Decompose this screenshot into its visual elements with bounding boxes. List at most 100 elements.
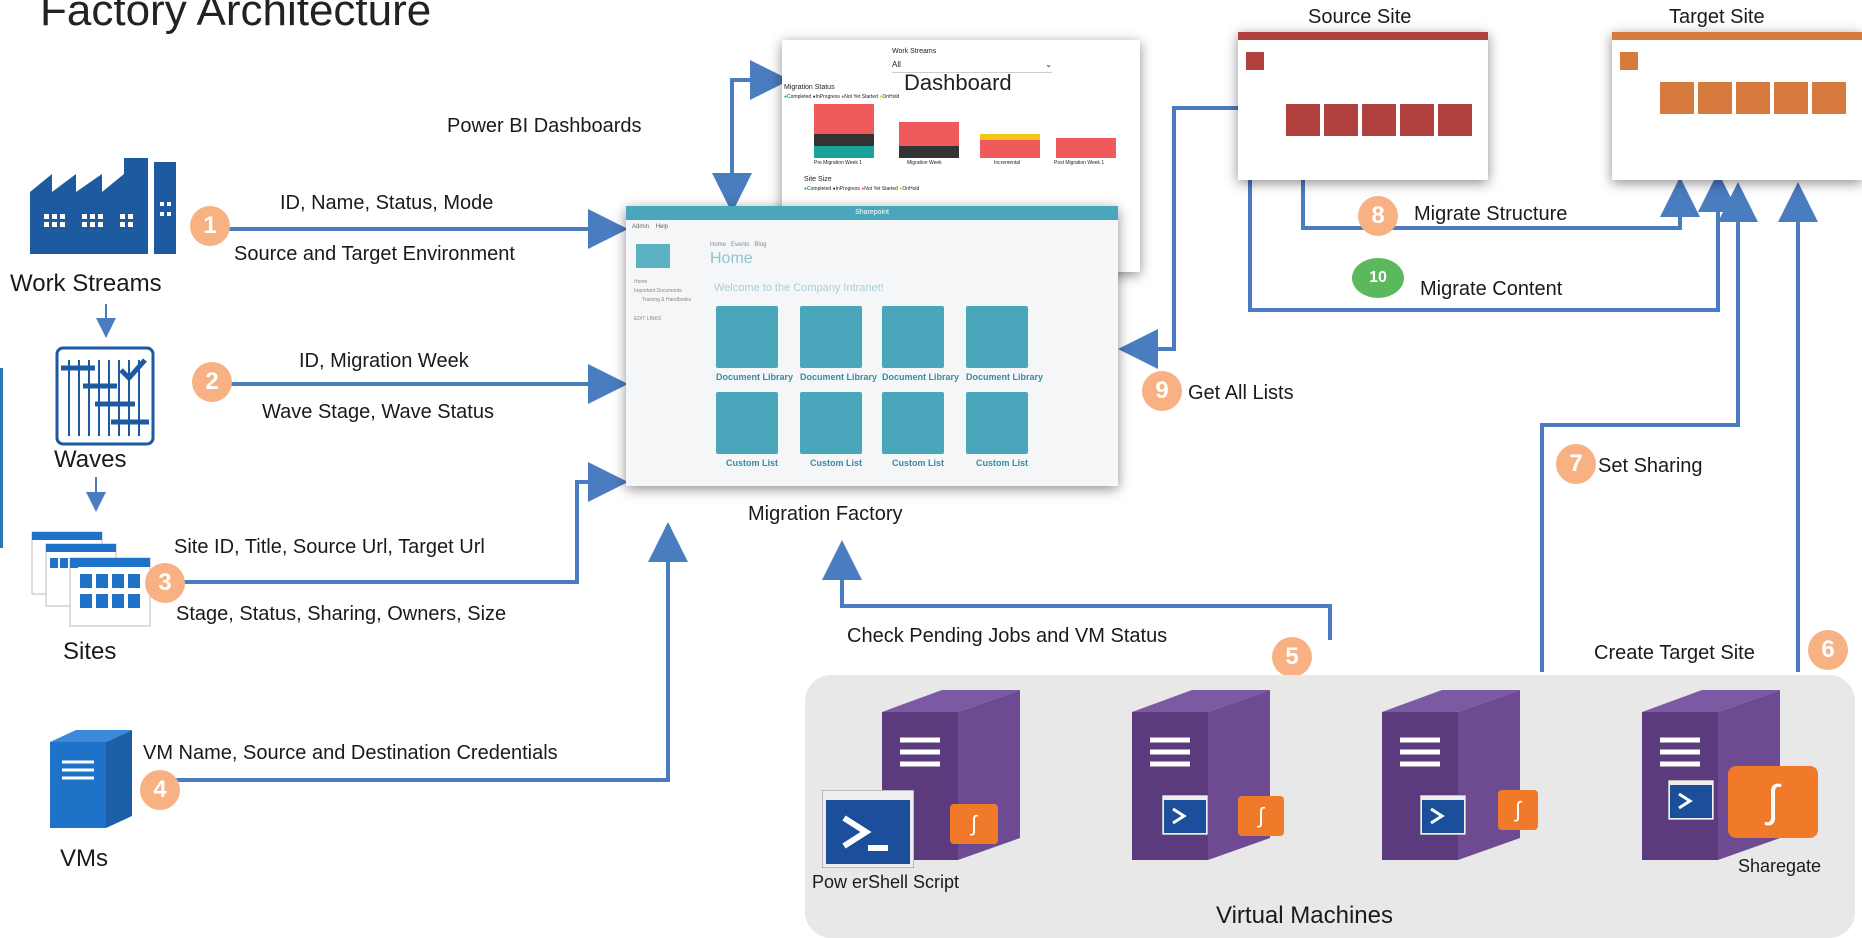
- sidebar-item-edit-links[interactable]: EDIT LINKS: [634, 316, 662, 322]
- flow-10: Migrate Content: [1420, 278, 1563, 300]
- status-bar-pre: [814, 104, 874, 158]
- arrow-4: [170, 522, 688, 782]
- library-caption-1: Document Library: [716, 372, 794, 382]
- arrow-5: [822, 540, 1332, 640]
- intranet-top-links: Home Events Blog: [710, 242, 767, 248]
- flow-8: Migrate Structure: [1414, 203, 1568, 225]
- status-bar-incremental: [980, 134, 1040, 158]
- library-tile-4[interactable]: [966, 306, 1028, 368]
- flow-3-top: Site ID, Title, Source Url, Target Url: [174, 536, 485, 558]
- badge-6: 6: [1808, 630, 1848, 670]
- sidebar-item-home[interactable]: Home: [634, 279, 648, 285]
- legend-not-started: Not Yet Started: [844, 94, 878, 100]
- dashboard-title: Dashboard: [904, 70, 1012, 95]
- flow-3-bottom: Stage, Status, Sharing, Owners, Size: [176, 603, 507, 625]
- nav-admin[interactable]: Admin: [632, 224, 650, 230]
- list-caption-2: Custom List: [810, 458, 863, 468]
- library-caption-2: Document Library: [800, 372, 878, 382]
- badge-10: 10: [1352, 258, 1404, 298]
- badge-7: 7: [1556, 444, 1596, 484]
- migration-factory-panel: Sharepoint Admin Help Home Events Blog H…: [626, 206, 1118, 486]
- sharegate-icon: ∫: [950, 804, 998, 844]
- flow-5: Check Pending Jobs and VM Status: [847, 625, 1168, 647]
- flow-6: Create Target Site: [1594, 642, 1755, 664]
- migration-status-title: Migration Status: [784, 84, 835, 91]
- powershell-icon: [1162, 795, 1208, 835]
- legend-inprogress: InProgress: [815, 94, 840, 100]
- badge-1: 1: [190, 206, 230, 246]
- vms-label: VMs: [60, 845, 108, 872]
- status-legend: ●Completed ●InProgress ●Not Yet Started …: [784, 94, 900, 100]
- intranet-header: Sharepoint: [626, 206, 1118, 220]
- sites-icon: [31, 531, 151, 627]
- factory-icon: [30, 158, 176, 254]
- list-tile-3[interactable]: [882, 392, 944, 454]
- intranet-page-title: Home: [710, 250, 753, 267]
- arrow-8: [1301, 177, 1700, 230]
- badge-5: 5: [1272, 637, 1312, 677]
- sidebar-item-training[interactable]: Training & Handbooks: [642, 297, 692, 303]
- arrow-7: [1540, 182, 1758, 672]
- badge-3: 3: [145, 563, 185, 603]
- powershell-icon: [1668, 780, 1714, 820]
- chevron-down-icon: ⌄: [1045, 60, 1052, 69]
- badge-9: 9: [1142, 371, 1182, 411]
- dashboard-caption: Power BI Dashboards: [447, 115, 642, 137]
- list-caption-3: Custom List: [892, 458, 945, 468]
- intranet-nav: Admin Help: [632, 224, 668, 230]
- sharegate-icon: ∫: [1238, 796, 1284, 836]
- dashboard-filter-label: Work Streams: [892, 48, 937, 55]
- list-tile-2[interactable]: [800, 392, 862, 454]
- sharegate-icon: ∫: [1498, 790, 1538, 830]
- status-bar-migration: [899, 122, 959, 158]
- dashboard-filter-value: All: [892, 60, 901, 69]
- size-legend: ●Completed ●InProgress ●Not Yet Started …: [804, 186, 920, 192]
- badge-2: 2: [192, 362, 232, 402]
- nav-help[interactable]: Help: [655, 224, 669, 230]
- status-cat-1: Migration Week: [907, 160, 942, 166]
- list-tile-1[interactable]: [716, 392, 778, 454]
- legend-onhold: OnHold: [882, 94, 900, 100]
- arrow-9: [1118, 106, 1245, 369]
- status-bar-post: [1056, 138, 1116, 158]
- powershell-icon: [1420, 795, 1466, 835]
- library-tile-3[interactable]: [882, 306, 944, 368]
- badge-4: 4: [140, 770, 180, 810]
- flow-9: Get All Lists: [1188, 382, 1294, 404]
- library-caption-4: Document Library: [966, 372, 1044, 382]
- library-caption-3: Document Library: [882, 372, 960, 382]
- intranet-welcome: Welcome to the Company Intranet!: [714, 282, 884, 294]
- waves-label: Waves: [54, 446, 127, 473]
- library-tile-2[interactable]: [800, 306, 862, 368]
- flow-1-top: ID, Name, Status, Mode: [280, 192, 494, 214]
- target-site-panel: [1612, 32, 1862, 180]
- list-caption-4: Custom List: [976, 458, 1029, 468]
- gantt-icon: [55, 346, 155, 446]
- flow-1-bottom: Source and Target Environment: [234, 243, 515, 265]
- flow-2-bottom: Wave Stage, Wave Status: [262, 401, 494, 423]
- intranet-logo: [636, 244, 670, 268]
- dashboard-filter-select[interactable]: All ⌄: [892, 60, 1052, 73]
- flow-4: VM Name, Source and Destination Credenti…: [143, 742, 558, 764]
- powershell-icon: [822, 790, 914, 868]
- server-icon: [50, 730, 132, 828]
- sites-label: Sites: [63, 638, 117, 665]
- library-tile-1[interactable]: [716, 306, 778, 368]
- flow-2-top: ID, Migration Week: [299, 350, 469, 372]
- sharegate-label: Sharegate: [1738, 856, 1822, 876]
- arrow-10: [1248, 172, 1738, 312]
- intranet-sidebar: Home Important Documents Training & Hand…: [634, 278, 691, 324]
- list-tile-4[interactable]: [966, 392, 1028, 454]
- accent-bar: [0, 368, 3, 548]
- status-cat-2: Incremental: [994, 160, 1021, 166]
- status-cat-3: Post Migration Week 1: [1054, 160, 1105, 166]
- sidebar-item-documents[interactable]: Important Documents: [634, 288, 682, 294]
- page-title: Factory Architecture: [40, 0, 432, 35]
- source-site-panel: [1238, 32, 1488, 180]
- target-site-label: Target Site: [1669, 6, 1765, 28]
- status-cat-0: Pre Migration Week 1: [814, 160, 862, 166]
- sharegate-icon: ∫: [1728, 766, 1818, 838]
- badge-8: 8: [1358, 196, 1398, 236]
- legend-completed: Completed: [787, 94, 812, 100]
